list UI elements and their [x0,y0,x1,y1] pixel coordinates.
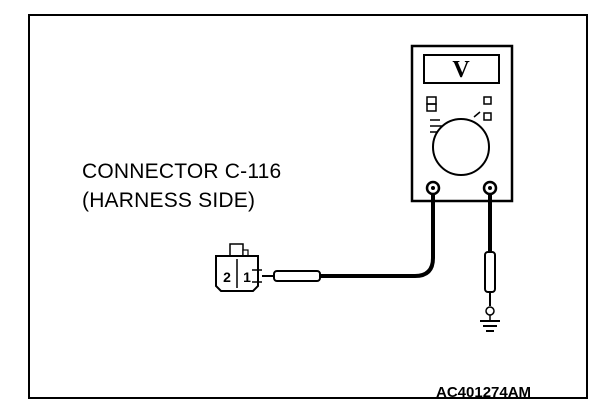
probe-clip [485,306,495,316]
scale-tick [473,111,481,118]
connector-label: CONNECTOR C-116 [82,160,282,183]
voltmeter: V [410,44,514,203]
connector-lock-tab [229,243,244,257]
diagram-frame [28,14,588,399]
probe-handle [484,251,496,293]
button-right-top [483,96,492,105]
harness-side-label: (HARNESS SIDE) [82,189,256,212]
voltmeter-dial [432,118,490,176]
positive-test-lead [262,194,435,282]
figure-id: AC401274AM [436,384,532,401]
indicator-left-bottom [426,103,437,112]
voltmeter-display-text: V [452,57,470,83]
voltmeter-display-window [423,54,500,84]
connector-c116: 2 1 [215,243,262,292]
connector-pin-2: 2 [223,269,231,285]
ground-symbol-icon [480,320,500,332]
negative-test-lead [484,194,496,320]
connector-pin-1: 1 [243,269,251,285]
probe-handle [273,270,321,282]
button-right-bottom [483,112,492,121]
